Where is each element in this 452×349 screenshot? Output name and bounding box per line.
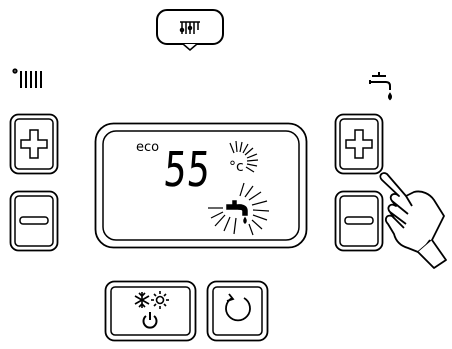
reset-button[interactable] <box>206 280 269 342</box>
mode-power-button[interactable] <box>104 280 197 342</box>
radiator-icon <box>12 68 46 90</box>
tap-display-icon <box>227 201 247 223</box>
minus-icon <box>20 217 48 224</box>
pointing-hand-icon <box>368 168 450 268</box>
system-button[interactable] <box>155 8 225 50</box>
heating-plus-button[interactable] <box>9 113 59 175</box>
unit-blink-rays <box>220 140 260 180</box>
eco-label: eco <box>136 140 159 155</box>
tap-icon <box>368 70 396 102</box>
dhw-plus-button[interactable] <box>334 113 384 175</box>
dhw-indicator <box>205 180 275 240</box>
heating-minus-button[interactable] <box>9 190 59 252</box>
